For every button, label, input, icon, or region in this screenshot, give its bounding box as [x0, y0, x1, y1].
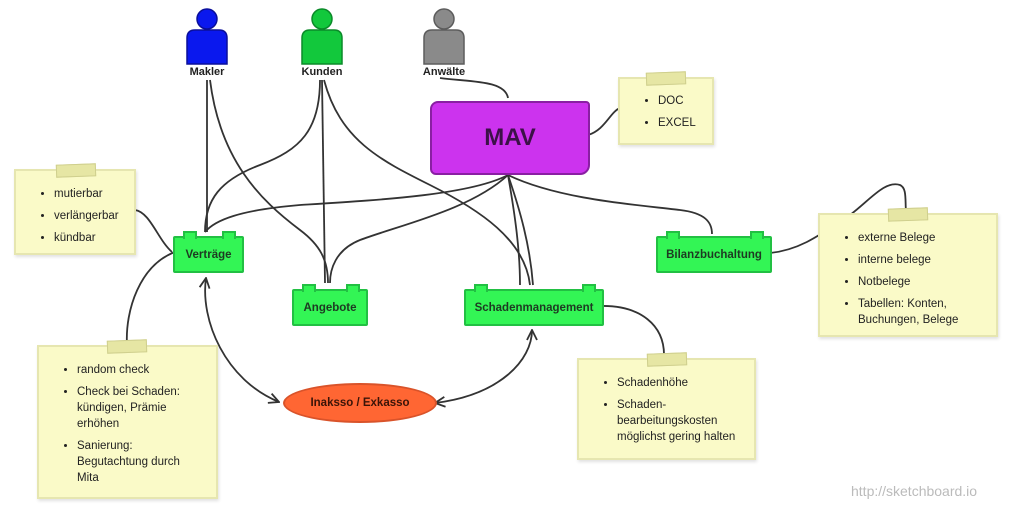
person-icon [186, 8, 228, 65]
note-item: Sanierung: Begutachtung durch Mita [77, 438, 186, 486]
component-angebote[interactable]: Angebote [292, 284, 368, 326]
watermark: http://sketchboard.io [851, 483, 978, 499]
note-tape [106, 339, 148, 354]
collection-label: Inaksso / Exkasso [310, 397, 410, 409]
actor-label: Makler [189, 66, 225, 78]
actor-kunden: Kunden [287, 8, 357, 78]
note-belege[interactable]: externe Belege interne belege Notbelege … [818, 207, 998, 337]
actor-label: Kunden [301, 66, 343, 78]
component-label: Bilanzbuchaltung [666, 248, 762, 261]
note-item: mutierbar [54, 186, 124, 202]
link-anwaelte-mav [439, 77, 509, 99]
note-schaden[interactable]: Schadenhöhe Schaden-bearbeitungskosten m… [577, 352, 756, 460]
note-item: interne belege [858, 252, 972, 268]
link-kunden-angebote [321, 79, 326, 284]
component-schadenmanagement[interactable]: Schadenmanagement [464, 284, 604, 326]
link-mav-angebote [329, 174, 509, 284]
arrow-schaden-collection [435, 330, 532, 403]
link-mav-bilanz [507, 174, 713, 235]
link-kunden-vertraege [204, 79, 321, 233]
actor-anwaelte: Anwälte [409, 8, 479, 78]
link-mav-formats [587, 107, 621, 136]
component-vertraege[interactable]: Verträge [173, 231, 244, 273]
component-label: Angebote [303, 301, 357, 314]
link-kunden-schaden [323, 79, 531, 286]
actor-makler: Makler [172, 8, 242, 78]
note-item: Tabellen: Konten, Buchungen, Belege [858, 296, 972, 328]
note-item: EXCEL [658, 115, 702, 131]
note-item: Schadenhöhe [617, 375, 746, 391]
person-icon [423, 8, 465, 65]
note-checks[interactable]: random check Check bei Schaden: kündigen… [37, 339, 218, 499]
component-label: Verträge [185, 248, 232, 261]
component-label: Schadenmanagement [474, 301, 594, 314]
note-item: Check bei Schaden: kündigen, Prämie erhö… [77, 384, 186, 432]
component-bilanzbuchaltung[interactable]: Bilanzbuchaltung [656, 231, 772, 273]
note-tape [55, 163, 97, 178]
system-label: MAV [484, 124, 536, 151]
link-mav-schaden [507, 174, 534, 286]
actor-label: Anwälte [422, 66, 466, 78]
link-schaden-note [599, 305, 665, 358]
note-item: random check [77, 362, 186, 378]
note-item: Notbelege [858, 274, 972, 290]
note-vertraege[interactable]: mutierbar verlängerbar kündbar [14, 163, 136, 255]
note-item: Schaden-bearbeitungskosten möglichst ger… [617, 397, 746, 445]
link-notes-vertraege [134, 209, 173, 253]
note-formats[interactable]: DOC EXCEL [618, 71, 714, 145]
link-mav-schaden-2 [507, 174, 521, 286]
arrow-vertraege-collection [205, 278, 279, 402]
note-tape [645, 71, 687, 86]
note-item: DOC [658, 93, 702, 109]
link-checks-vertraege [125, 251, 176, 346]
link-belege-bilanz [769, 183, 907, 254]
note-item: externe Belege [858, 230, 972, 246]
collection-node[interactable]: Inaksso / Exkasso [283, 383, 437, 423]
system-mav[interactable]: MAV [430, 101, 590, 175]
note-tape [887, 207, 929, 222]
note-item: kündbar [54, 230, 124, 246]
note-item: verlängerbar [54, 208, 124, 224]
note-tape [646, 352, 688, 367]
link-mav-vertraege [204, 174, 509, 233]
person-icon [301, 8, 343, 65]
